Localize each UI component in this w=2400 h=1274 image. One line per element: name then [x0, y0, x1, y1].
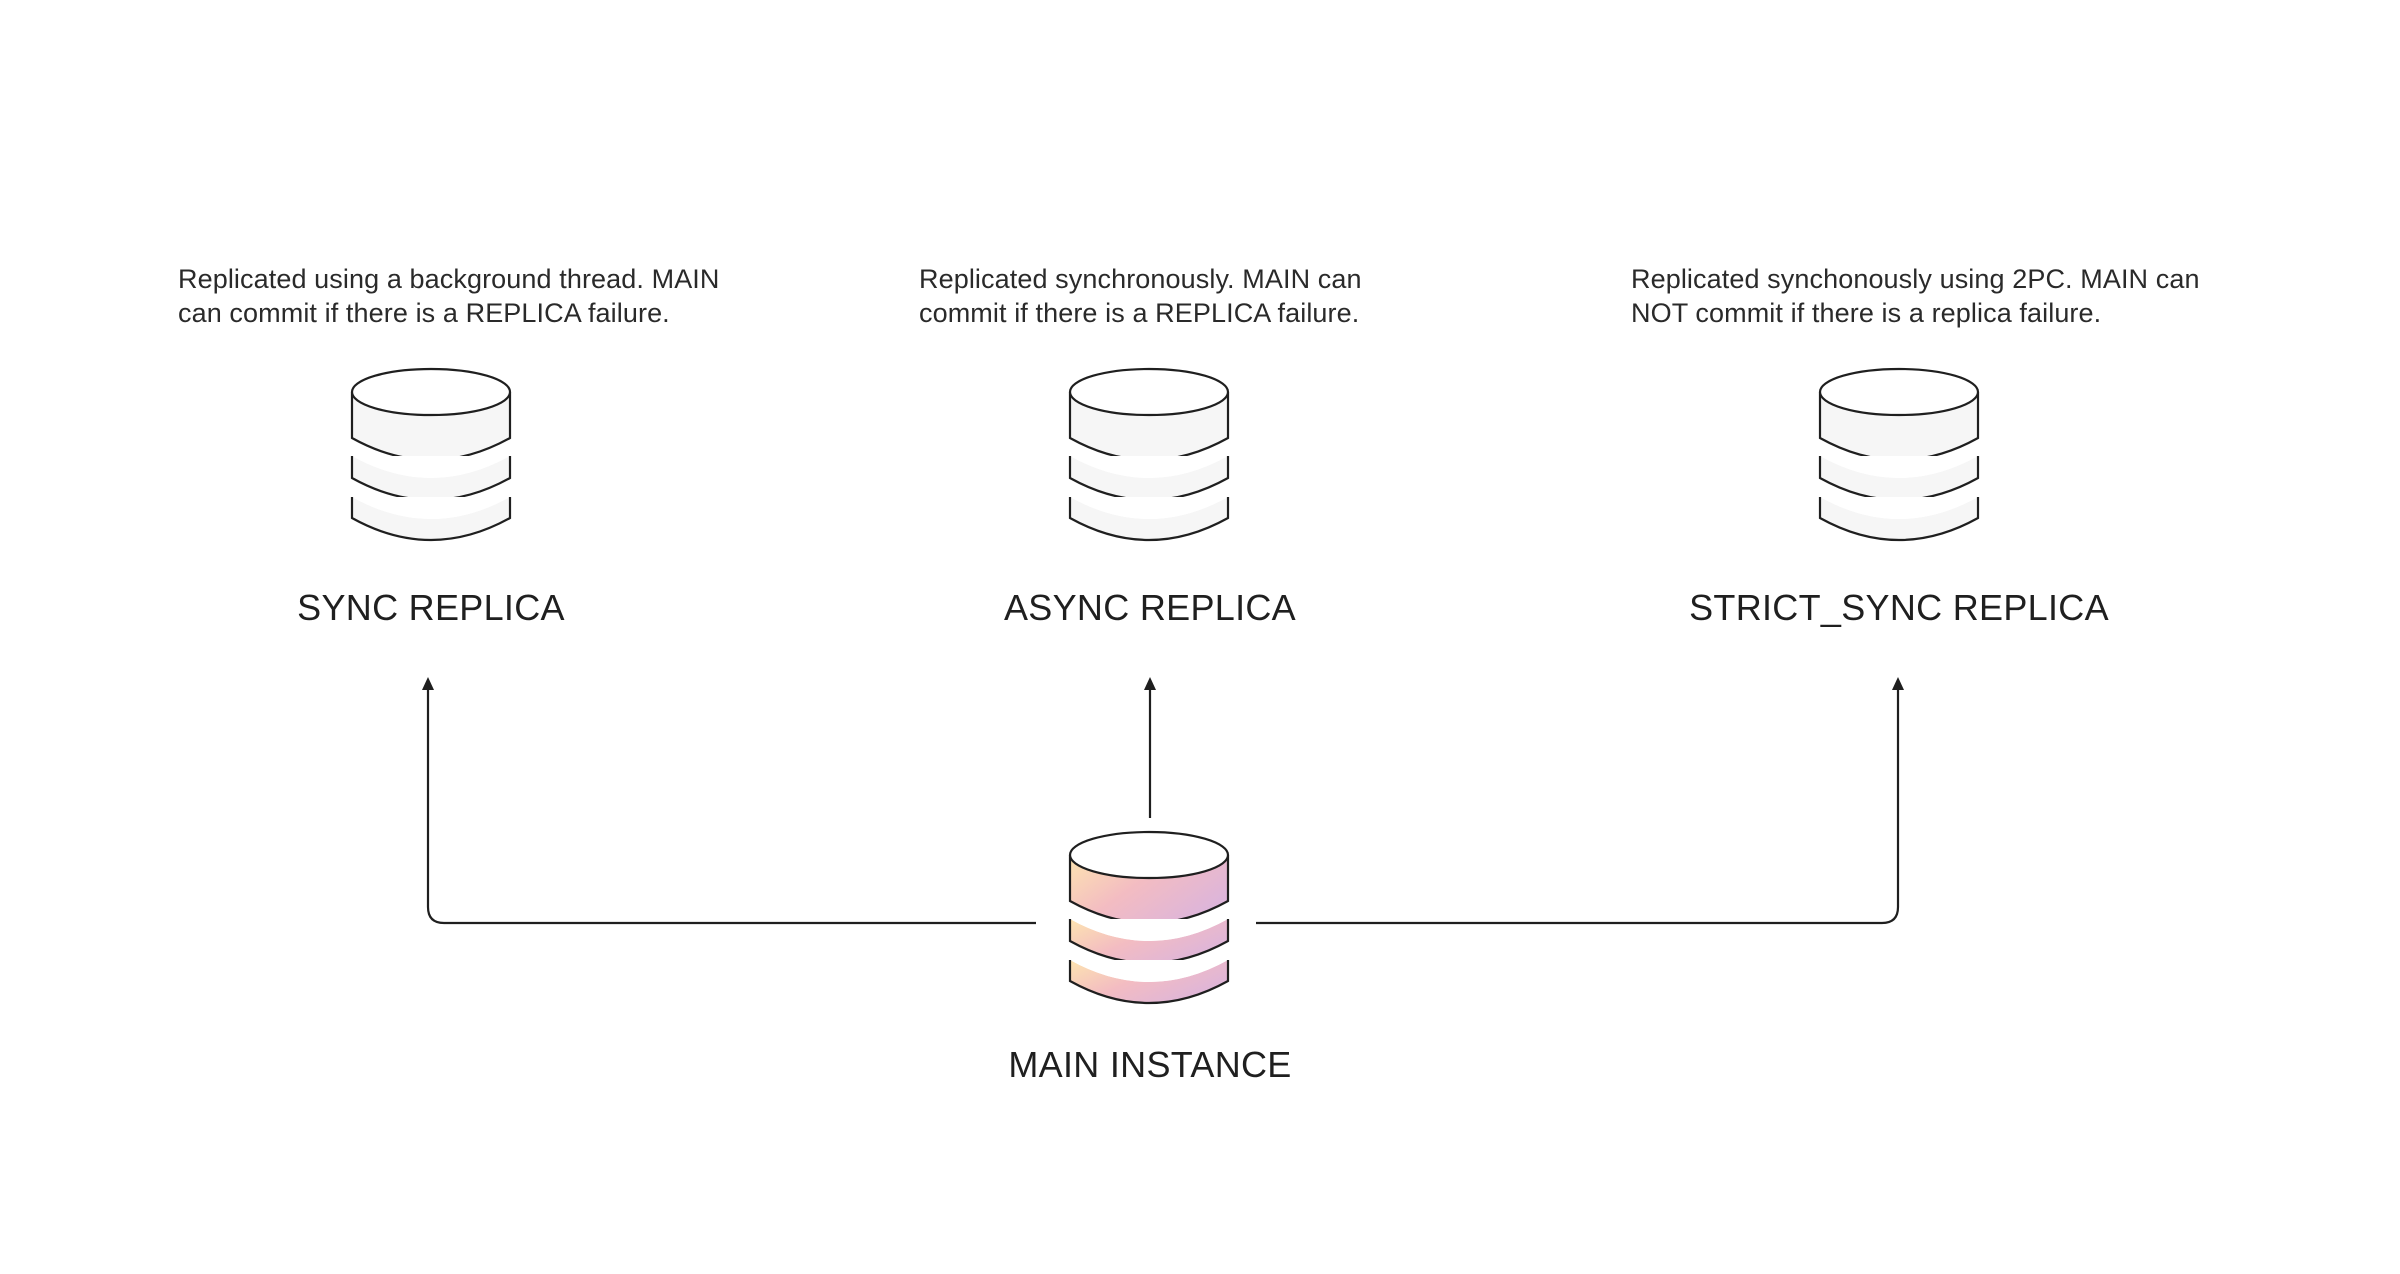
description-line: can commit if there is a REPLICA failure… [178, 298, 670, 328]
arrowhead-strict-sync [1892, 677, 1904, 690]
cylinder-band-fill [1070, 960, 1228, 1003]
cylinder-top [1818, 367, 1980, 417]
sync-replica-description: Replicated using a background thread. MA… [178, 262, 720, 330]
cylinder-top [1068, 830, 1230, 880]
cylinder-top [1068, 367, 1230, 417]
edge-main-to-strict-sync [1256, 688, 1900, 925]
async-replica-label: ASYNC REPLICA [1004, 587, 1296, 628]
database-icon [350, 367, 512, 542]
description-line: Replicated synchonously using 2PC. MAIN … [1631, 264, 2200, 294]
description-line: Replicated synchronously. MAIN can [919, 264, 1362, 294]
database-icon [1068, 367, 1230, 542]
cylinder-band-outline [350, 497, 512, 542]
cylinder-band-outline [1068, 497, 1230, 542]
main-instance-label: MAIN INSTANCE [1008, 1044, 1292, 1085]
cylinder-band-fill [352, 497, 510, 540]
sync-replica-label: SYNC REPLICA [297, 587, 565, 628]
strict-sync-replica-description: Replicated synchonously using 2PC. MAIN … [1631, 262, 2200, 330]
cylinder-band-outline [1068, 960, 1230, 1005]
async-replica-description: Replicated synchronously. MAIN can commi… [919, 262, 1362, 330]
edges [422, 677, 1904, 925]
database-icon-highlighted [1068, 830, 1230, 1005]
cylinder-top [350, 367, 512, 417]
cylinder-band-fill [1820, 497, 1978, 540]
description-line: commit if there is a REPLICA failure. [919, 298, 1360, 328]
edge-main-to-sync [426, 688, 1036, 925]
database-icon [1818, 367, 1980, 542]
description-line: Replicated using a background thread. MA… [178, 264, 720, 294]
strict-sync-replica-label: STRICT_SYNC REPLICA [1689, 587, 2109, 628]
description-line: NOT commit if there is a replica failure… [1631, 298, 2102, 328]
cylinder-band-outline [1818, 497, 1980, 542]
arrowhead-async [1144, 677, 1156, 690]
cylinder-band-fill [1070, 497, 1228, 540]
arrowhead-sync [422, 677, 434, 690]
